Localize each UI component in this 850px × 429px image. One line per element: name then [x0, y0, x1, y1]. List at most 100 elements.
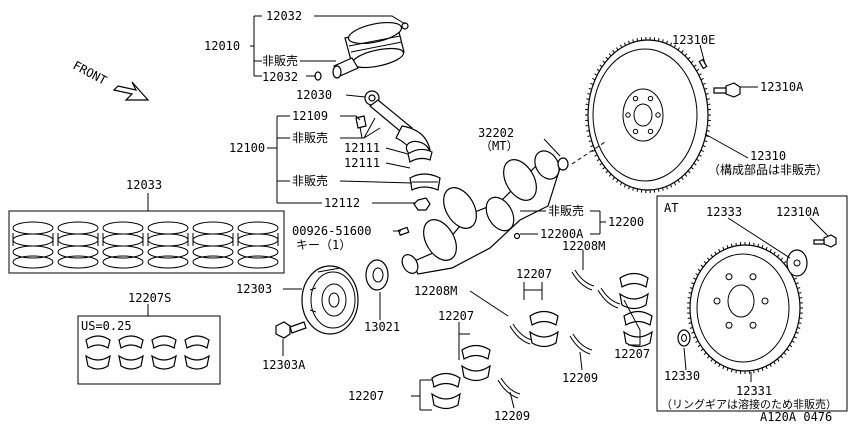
label-12032-top: 12032 [266, 9, 302, 23]
main-bearing-shell [432, 374, 460, 388]
bearing-shell-lower [185, 356, 209, 369]
label-figure-code: A120A 0476 [760, 410, 832, 424]
label-12200: 12200 [608, 215, 644, 229]
piston-ring [103, 222, 143, 234]
pulley-bolt[interactable] [276, 322, 306, 338]
main-bearing-shell [462, 346, 490, 360]
label-kosei: （構成部品は非販売） [708, 162, 828, 177]
label-12033: 12033 [126, 178, 162, 192]
main-bearing-shell [620, 274, 648, 288]
bearing-shell-upper [119, 336, 143, 348]
label-key: キー（1） [296, 238, 351, 252]
label-12207-bottom: 12207 [348, 389, 384, 403]
label-mt: （MT） [480, 139, 518, 153]
piston-ring [58, 222, 98, 234]
piston-ring [148, 234, 188, 246]
drive-plate-bolt[interactable] [814, 235, 836, 247]
label-hihanbai-rod: 非販売 [292, 130, 328, 145]
label-12100: 12100 [229, 141, 265, 155]
label-12010: 12010 [204, 39, 240, 53]
label-us: US=0.25 [81, 319, 132, 333]
label-12208m-right: 12208M [562, 239, 605, 253]
bearing-shell-lower [152, 356, 176, 369]
piston-rings-box [9, 211, 284, 273]
main-bearing-shell [462, 366, 490, 381]
flywheel-bolt[interactable] [714, 83, 740, 97]
label-12207-right: 12207 [614, 347, 650, 361]
main-bearing-shell [530, 332, 558, 347]
bearing-shell-lower [86, 356, 110, 369]
bearing-shell-upper [86, 336, 110, 348]
piston-ring [13, 234, 53, 246]
piston-ring [103, 234, 143, 246]
bearing-shell-upper [152, 336, 176, 348]
label-32202: 32202 [478, 126, 514, 140]
rod-nut[interactable] [414, 198, 430, 210]
label-13021: 13021 [364, 320, 400, 334]
piston-ring [238, 222, 278, 234]
label-hihanbai-cap: 非販売 [292, 173, 328, 188]
pilot-bushing[interactable] [558, 158, 568, 170]
main-bearing-shell [624, 312, 652, 326]
piston-pin[interactable] [333, 58, 358, 78]
label-12209-bottom: 12209 [494, 409, 530, 423]
piston-ring [193, 222, 233, 234]
bearing-shell-lower [119, 356, 143, 369]
label-12310e: 12310E [672, 33, 715, 47]
label-hihanbai-crank: 非販売 [548, 203, 584, 218]
spacer-at[interactable] [678, 330, 690, 346]
crankshaft-plug[interactable] [515, 234, 520, 239]
rod-bearing[interactable] [408, 149, 432, 162]
piston-ring-sets[interactable] [13, 222, 278, 268]
drive-plate-at[interactable] [687, 242, 803, 374]
label-12111-b: 12111 [344, 156, 380, 170]
bearing-set-shells[interactable] [86, 336, 209, 369]
label-12310a: 12310A [760, 80, 804, 94]
label-12209-right: 12209 [562, 371, 598, 385]
thrust-washer [570, 336, 590, 354]
piston-ring [148, 222, 188, 234]
piston-ring [58, 234, 98, 246]
label-12303a: 12303A [262, 358, 306, 372]
bearing-shell-upper [185, 336, 209, 348]
flywheel-mt[interactable] [585, 37, 711, 193]
reinforcement-plate[interactable] [787, 250, 807, 276]
crank-sprocket[interactable] [366, 260, 388, 290]
piston-ring [238, 234, 278, 246]
label-12310a-at: 12310A [776, 205, 820, 219]
label-12032-bottom: 12032 [262, 70, 298, 84]
crank-pulley[interactable] [302, 266, 358, 334]
label-12109: 12109 [292, 109, 328, 123]
label-12207-mid: 12207 [438, 309, 474, 323]
main-bearing-shell [530, 312, 558, 326]
label-12207s: 12207S [128, 291, 171, 305]
thrust-washers[interactable] [498, 270, 620, 398]
rod-bolt[interactable] [356, 116, 366, 138]
label-front: FRONT [71, 58, 109, 87]
label-hihanbai-piston: 非販売 [262, 53, 298, 68]
label-00926: 00926-51600 [292, 224, 371, 238]
label-at: AT [664, 201, 678, 215]
front-arrow-icon [114, 82, 148, 100]
label-12330: 12330 [664, 369, 700, 383]
label-12303: 12303 [236, 282, 272, 296]
label-12030: 12030 [296, 88, 332, 102]
label-12112: 12112 [324, 196, 360, 210]
piston-ring [193, 234, 233, 246]
piston-ring [13, 222, 53, 234]
thrust-washer [498, 380, 518, 398]
main-bearing-shell [624, 332, 652, 347]
label-12207-top: 12207 [516, 267, 552, 281]
thrust-washer [572, 272, 592, 290]
thrust-washer [510, 326, 530, 344]
rod-cap[interactable] [410, 174, 440, 190]
label-12111-a: 12111 [344, 141, 380, 155]
flywheel-dowel[interactable] [699, 60, 706, 69]
label-ring: （リングギアは溶接のため非販売） [661, 397, 837, 411]
label-12333: 12333 [706, 205, 742, 219]
label-12208m-left: 12208M [414, 284, 457, 298]
main-bearing-shell [432, 394, 460, 409]
label-12310: 12310 [750, 149, 786, 163]
thrust-washer [598, 290, 618, 308]
